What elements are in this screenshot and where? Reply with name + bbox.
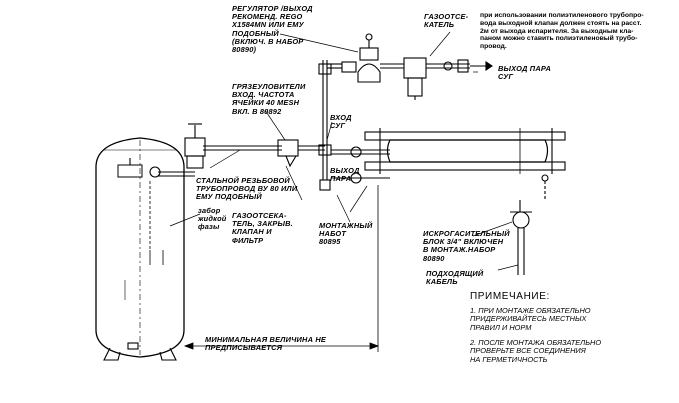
label-steam-out-sug: ВЫХОД ПАРА СУГ [498,64,552,82]
label-regulator: РЕГУЛЯТОР /ВЫХОД РЕКОМЕНД. REGO X1584MN … [232,4,313,55]
label-strainers: ГРЯЗЕУЛОВИТЕЛИ ВХОД. ЧАСТОТА ЯЧЕЙКИ 40 M… [232,82,306,116]
label-cable: ПОДХОДЯЩИЙ КАБЕЛЬ [426,269,484,287]
regulator-assembly [341,33,493,100]
steel-pipeline [203,139,325,168]
min-distance-dimension [183,185,380,352]
label-spark-block: ИСКРОГАСИТЕЛЬНЫЙ БЛОК 3/4" ВКЛЮЧЕН В МОН… [423,229,510,263]
leader-lines [169,31,519,271]
label-separator-kit: ГАЗООТСЕКА- ТЕЛЬ, ЗАКРЫВ. КЛАПАН И ФИЛЬТ… [232,211,293,245]
lpg-tank [95,123,206,361]
vaporizer [364,128,566,182]
label-liquid-intake: забор жидкой фазы [198,206,227,232]
label-top-note: при использовании полиэтиленового трубоп… [480,12,644,51]
note-2: 2. ПОСЛЕ МОНТАЖА ОБЯЗАТЕЛЬНО ПРОВЕРЬТЕ В… [470,338,602,364]
label-input-sug: ВХОД СУГ [330,113,352,131]
label-steam-out: ВЫХОД ПАРА [330,166,360,184]
vertical-piping [318,60,390,191]
label-min-distance: МИНИМАЛЬНАЯ ВЕЛИЧИНА НЕ ПРЕДПИСЫВАЕТСЯ [205,335,327,353]
spark-arrester-cable [510,181,546,275]
label-mount-kit: МОНТАЖНЫЙ НАБОТ 80895 [319,221,373,247]
notes-title: ПРИМЕЧАНИЕ: [470,291,550,302]
label-gas-heater: ГАЗООТСЕ- КАТЕЛЬ [424,12,469,30]
note-1: 1. ПРИ МОНТАЖЕ ОБЯЗАТЕЛЬНО ПРИДЕРЖИВАЙТЕ… [470,306,591,332]
label-steel-pipe: СТАЛЬНОЙ РЕЗЬБОВОЙ ТРУБОПРОВОД ВУ 80 ИЛИ… [196,176,298,202]
